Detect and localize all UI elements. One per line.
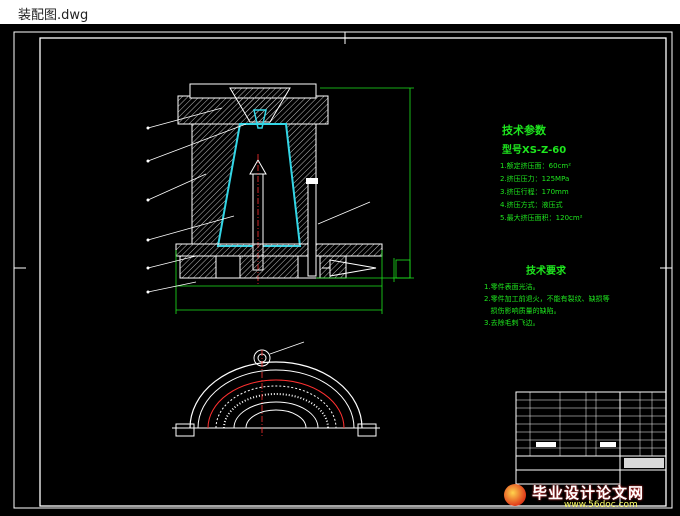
outer-frame bbox=[13, 31, 673, 509]
window-titlebar: 装配图.dwg bbox=[0, 0, 680, 25]
assembly-top-view bbox=[172, 341, 380, 437]
tech-param-line: 4.挤压方式：液压式 bbox=[500, 201, 563, 209]
tech-param-line: 1.额定挤压面：60cm² bbox=[500, 162, 572, 170]
drawing-canvas[interactable]: 技术参数 型号XS-Z-60 1.额定挤压面：60cm² 2.挤压压力：125M… bbox=[0, 24, 680, 512]
watermark-text: 毕业设计论文网 bbox=[532, 484, 645, 502]
inner-frame bbox=[39, 37, 667, 507]
assembly-section-view bbox=[146, 83, 414, 314]
tech-params-model: 型号XS-Z-60 bbox=[502, 145, 567, 156]
tech-requirement-line: 3.去除毛刺飞边。 bbox=[484, 319, 540, 327]
watermark: 毕业设计论文网 www.56doc.com bbox=[504, 482, 674, 510]
tech-requirement-line: 2.零件加工前退火，不能有裂纹、缺损等 bbox=[484, 295, 610, 303]
tech-params-title: 技术参数 bbox=[502, 124, 546, 137]
tech-param-line: 2.挤压压力：125MPa bbox=[500, 175, 570, 183]
tech-params-block: 技术参数 型号XS-Z-60 1.额定挤压面：60cm² 2.挤压压力：125M… bbox=[500, 122, 660, 225]
cad-drawing bbox=[13, 31, 673, 509]
tech-requirement-line: 损伤影响质量的缺陷。 bbox=[484, 307, 561, 315]
window-title: 装配图.dwg bbox=[18, 8, 89, 23]
tech-param-line: 5.最大挤压面积：120cm² bbox=[500, 214, 583, 222]
tech-requirements-block: 技术要求 1.零件表面光洁。 2.零件加工前退火，不能有裂纹、缺损等 损伤影响质… bbox=[484, 262, 644, 329]
watermark-url: www.56doc.com bbox=[564, 500, 638, 510]
tech-requirements-title: 技术要求 bbox=[526, 266, 566, 277]
title-block bbox=[515, 391, 667, 507]
tech-requirement-line: 1.零件表面光洁。 bbox=[484, 283, 540, 291]
watermark-logo-icon bbox=[504, 484, 526, 506]
tech-param-line: 3.挤压行程：170mm bbox=[500, 188, 569, 196]
